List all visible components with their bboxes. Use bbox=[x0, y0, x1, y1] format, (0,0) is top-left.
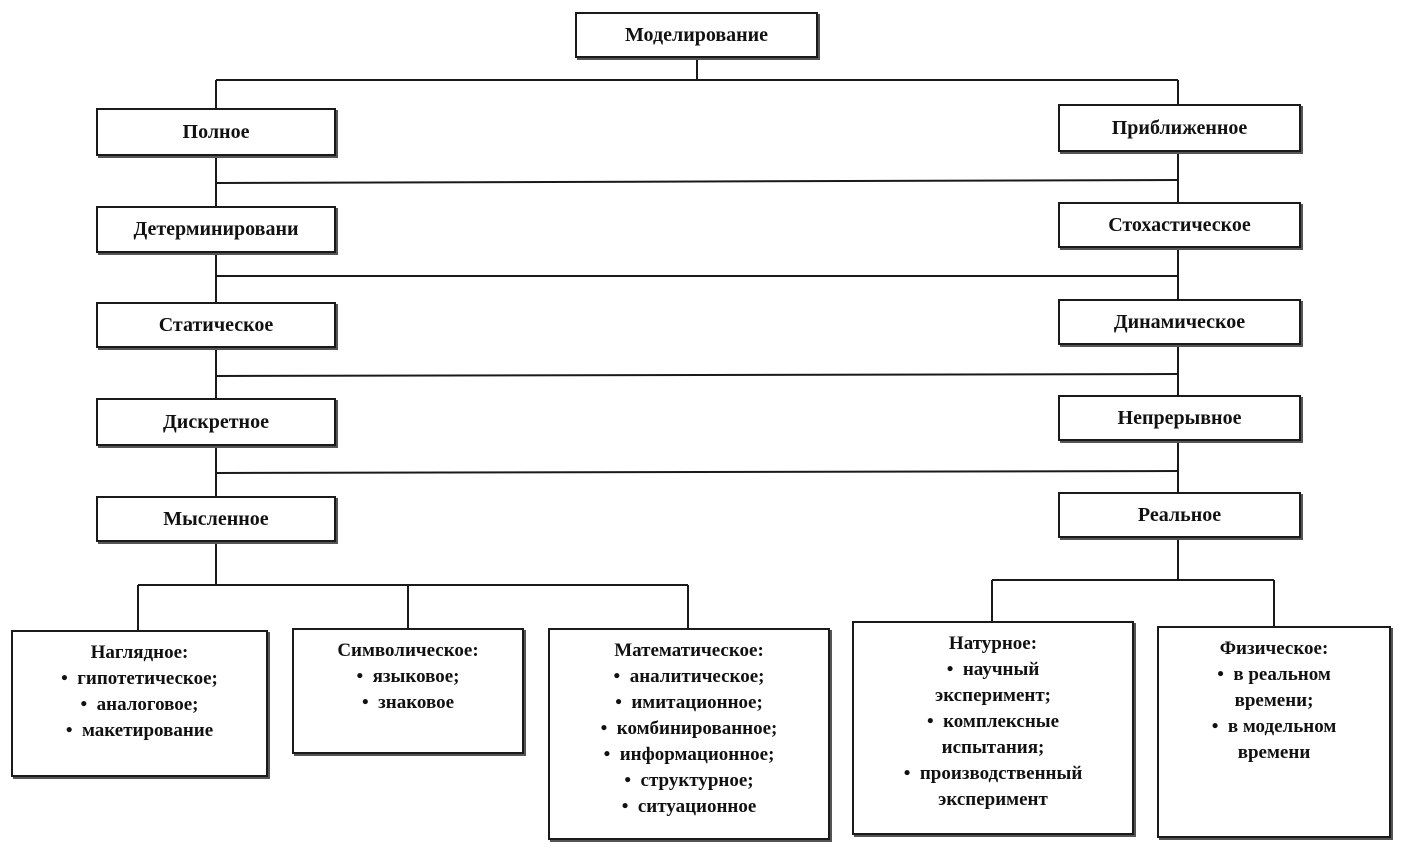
list-item: времени bbox=[1237, 742, 1311, 763]
node-approximate: Приближенное bbox=[1058, 104, 1301, 152]
list-item: испытания; bbox=[941, 737, 1045, 758]
node-real: Реальное bbox=[1058, 492, 1301, 538]
node-deterministic: Детерминировани bbox=[96, 206, 336, 253]
leaf-symbolic: Символическое: языковое; знаковое bbox=[292, 628, 524, 754]
leaf-symbolic-title: Символическое: bbox=[337, 640, 479, 661]
list-item: в реальном bbox=[1159, 662, 1389, 688]
node-dynamic: Динамическое bbox=[1058, 299, 1301, 345]
list-item: языковое; bbox=[294, 664, 522, 690]
list-item: эксперимент bbox=[938, 789, 1048, 810]
list-item: аналитическое; bbox=[550, 664, 828, 690]
list-item: гипотетическое; bbox=[13, 666, 266, 692]
list-item: научный bbox=[854, 657, 1132, 683]
node-full: Полное bbox=[96, 108, 336, 156]
list-item: ситуационное bbox=[550, 794, 828, 820]
node-continuous: Непрерывное bbox=[1058, 395, 1301, 441]
list-item: структурное; bbox=[550, 768, 828, 794]
leaf-natural-title: Натурное: bbox=[948, 633, 1038, 654]
list-item: эксперимент; bbox=[935, 685, 1051, 706]
node-stochastic: Стохастическое bbox=[1058, 202, 1301, 248]
list-item: имитационное; bbox=[550, 690, 828, 716]
list-item: в модельном bbox=[1159, 714, 1389, 740]
list-item: информационное; bbox=[550, 742, 828, 768]
leaf-math: Математическое: аналитическое; имитацион… bbox=[548, 628, 830, 840]
list-item: комбинированное; bbox=[550, 716, 828, 742]
node-static: Статическое bbox=[96, 302, 336, 348]
leaf-math-title: Математическое: bbox=[614, 640, 764, 661]
leaf-natural: Натурное: научный эксперимент; комплексн… bbox=[852, 621, 1134, 835]
root-node: Моделирование bbox=[575, 12, 818, 58]
list-item: производственный bbox=[854, 761, 1132, 787]
node-mental: Мысленное bbox=[96, 496, 336, 542]
list-item: аналоговое; bbox=[13, 692, 266, 718]
leaf-visual-title: Наглядное: bbox=[90, 642, 189, 663]
list-item: макетирование bbox=[13, 718, 266, 744]
list-item: времени; bbox=[1234, 690, 1314, 711]
node-discrete: Дискретное bbox=[96, 398, 336, 446]
leaf-physical-title: Физическое: bbox=[1219, 638, 1329, 659]
leaf-visual: Наглядное: гипотетическое; аналоговое; м… bbox=[11, 630, 268, 777]
list-item: знаковое bbox=[294, 690, 522, 716]
leaf-physical: Физическое: в реальном времени; в модель… bbox=[1157, 626, 1391, 838]
list-item: комплексные bbox=[854, 709, 1132, 735]
